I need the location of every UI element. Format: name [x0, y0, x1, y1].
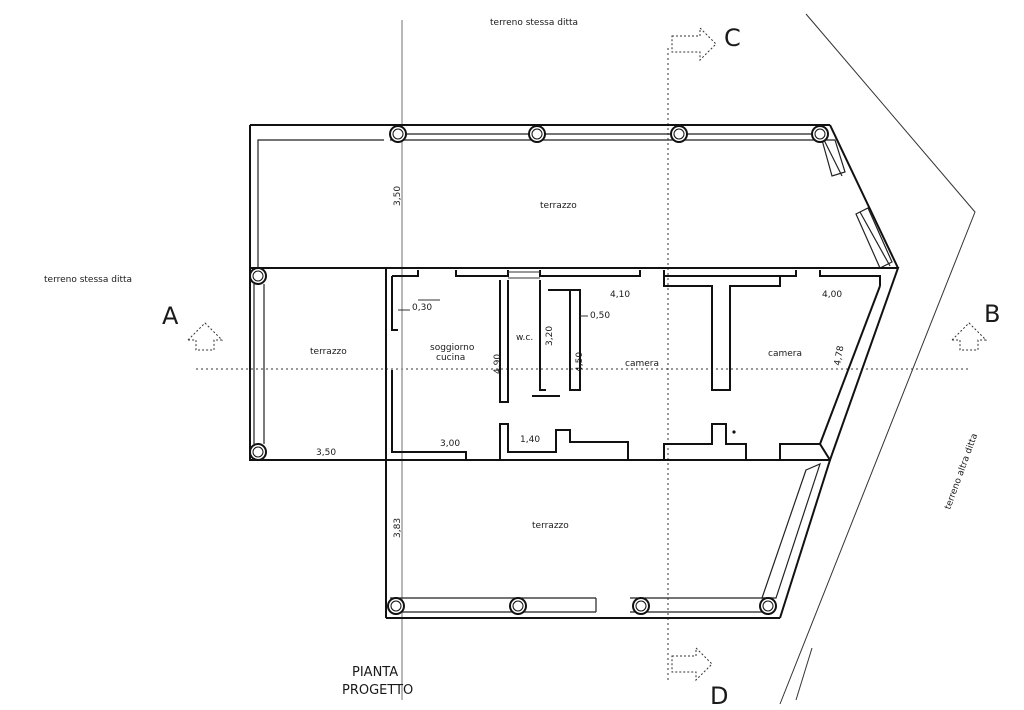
section-arrow-c [671, 26, 717, 62]
room-soggiorno: soggiorno [430, 343, 475, 353]
title-line-2: PROGETTO [342, 683, 413, 698]
room-terrazzo-left: terrazzo [310, 347, 347, 357]
section-letter-a: A [162, 302, 179, 330]
room-terrazzo-top: terrazzo [540, 201, 577, 211]
section-letter-b: B [984, 300, 1000, 328]
top-terrace [249, 124, 899, 461]
bottom-terrace [385, 459, 831, 619]
property-boundary [779, 13, 976, 705]
room-camera-right: camera [768, 349, 802, 359]
section-arrow-a [186, 322, 224, 351]
section-arrow-b [950, 322, 988, 351]
dim-3-00: 3,00 [440, 439, 460, 449]
section-letter-c: C [724, 24, 741, 52]
dim-0-50: 0,50 [590, 311, 610, 321]
room-cucina: cucina [436, 353, 465, 363]
dim-4-00: 4,00 [822, 290, 842, 300]
dim-4-78: 4,78 [833, 345, 846, 367]
room-wc: w.c. [516, 333, 533, 343]
terrain-label-top: terreno stessa ditta [490, 18, 578, 28]
room-terrazzo-bottom: terrazzo [532, 521, 569, 531]
dim-3-20: 3,20 [545, 326, 555, 346]
dim-1-40: 1,40 [520, 435, 540, 445]
dim-4-10: 4,10 [610, 290, 630, 300]
dim-3-83: 3,83 [393, 518, 403, 538]
dim-4-50: 4,50 [575, 352, 585, 372]
room-camera-center: camera [625, 359, 659, 369]
section-arrow-d [671, 646, 713, 682]
dim-4-90: 4,90 [493, 354, 503, 374]
dimension-lines [398, 309, 588, 317]
left-terrace-rails [250, 284, 385, 461]
title-line-1: PIANTA [352, 665, 398, 680]
dim-0-30: 0,30 [412, 303, 432, 313]
section-letter-d: D [710, 682, 728, 710]
columns [249, 125, 829, 615]
dim-3-50-vertical: 3,50 [393, 186, 403, 206]
dim-3-50-horizontal: 3,50 [316, 448, 336, 458]
terrain-label-right: terreno altra ditta [943, 432, 980, 511]
house-walls [385, 267, 900, 461]
terrain-label-left: terreno stessa ditta [44, 275, 132, 285]
